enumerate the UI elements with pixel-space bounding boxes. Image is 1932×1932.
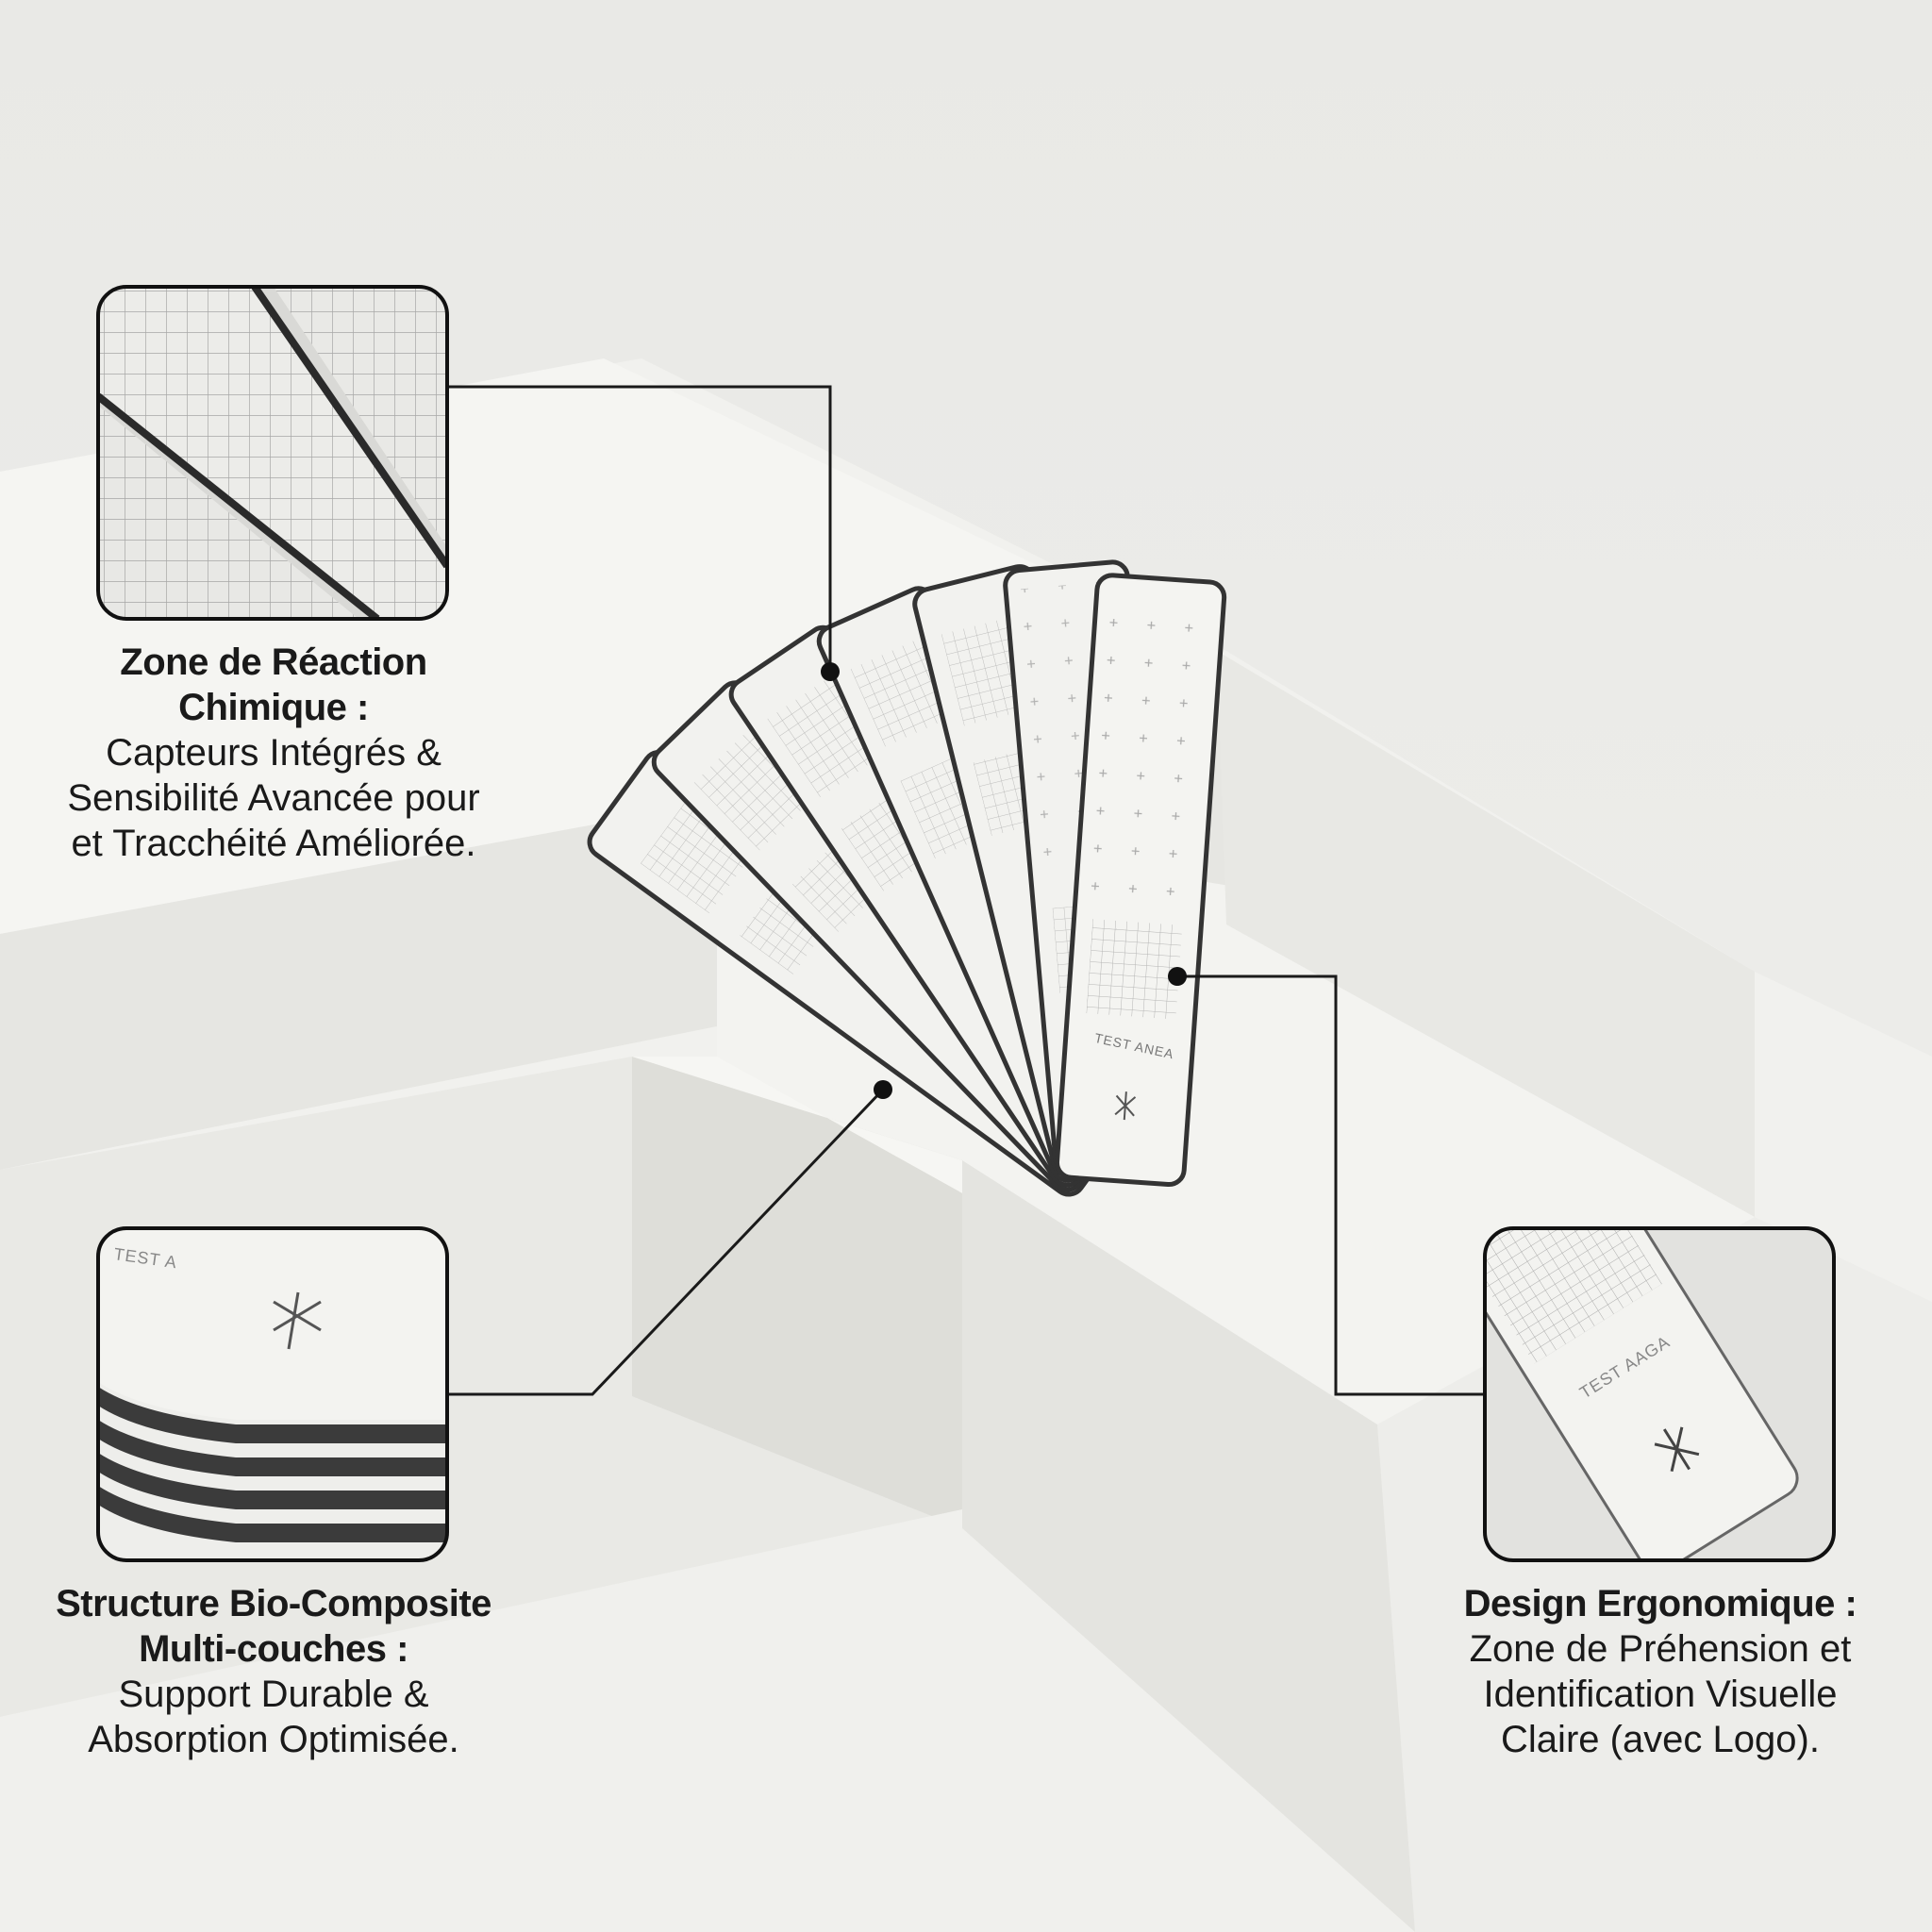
test-strip-fan: TEST ANEA <box>587 559 1227 1197</box>
dot-marker-icon <box>821 662 840 681</box>
callout-ergonomic-design: Design Ergonomique : Zone de Préhension … <box>1415 1581 1906 1762</box>
callout-bio-composite-structure: Structure Bio-Composite Multi-couches : … <box>19 1581 528 1762</box>
callout-body-line: Sensibilité Avancée pour <box>67 777 480 819</box>
callout-title: Zone de Réaction <box>120 641 427 683</box>
asterisk-logo-icon <box>273 1291 322 1350</box>
callout-body-line: Zone de Préhension et <box>1469 1628 1852 1670</box>
asterisk-logo-icon <box>1114 1091 1137 1121</box>
zoom-ergonomic-design: TEST AAGA <box>1483 1226 1836 1562</box>
callout-title: Design Ergonomique : <box>1463 1583 1857 1624</box>
dot-marker-icon <box>1168 967 1187 986</box>
asterisk-logo-icon <box>1654 1426 1700 1473</box>
leader-lines <box>447 385 1485 1396</box>
callout-body-line: Claire (avec Logo). <box>1501 1719 1820 1760</box>
callout-body-line: Support Durable & <box>118 1674 429 1715</box>
callout-body-line: Capteurs Intégrés & <box>106 732 441 774</box>
steps <box>0 358 1932 1932</box>
dot-marker-icon <box>874 1080 892 1099</box>
callout-body-line: Identification Visuelle <box>1483 1674 1838 1715</box>
zoom-reaction-zone <box>96 285 449 621</box>
zoom-bio-composite-structure: TEST A <box>96 1226 449 1562</box>
callout-body-line: et Tracchéité Améliorée. <box>71 823 476 864</box>
callout-title: Structure Bio-Composite <box>56 1583 491 1624</box>
callout-title: Multi-couches : <box>139 1628 408 1670</box>
callout-reaction-zone: Zone de Réaction Chimique : Capteurs Int… <box>28 640 519 866</box>
callout-body-line: Absorption Optimisée. <box>88 1719 459 1760</box>
callout-title: Chimique : <box>178 687 369 728</box>
